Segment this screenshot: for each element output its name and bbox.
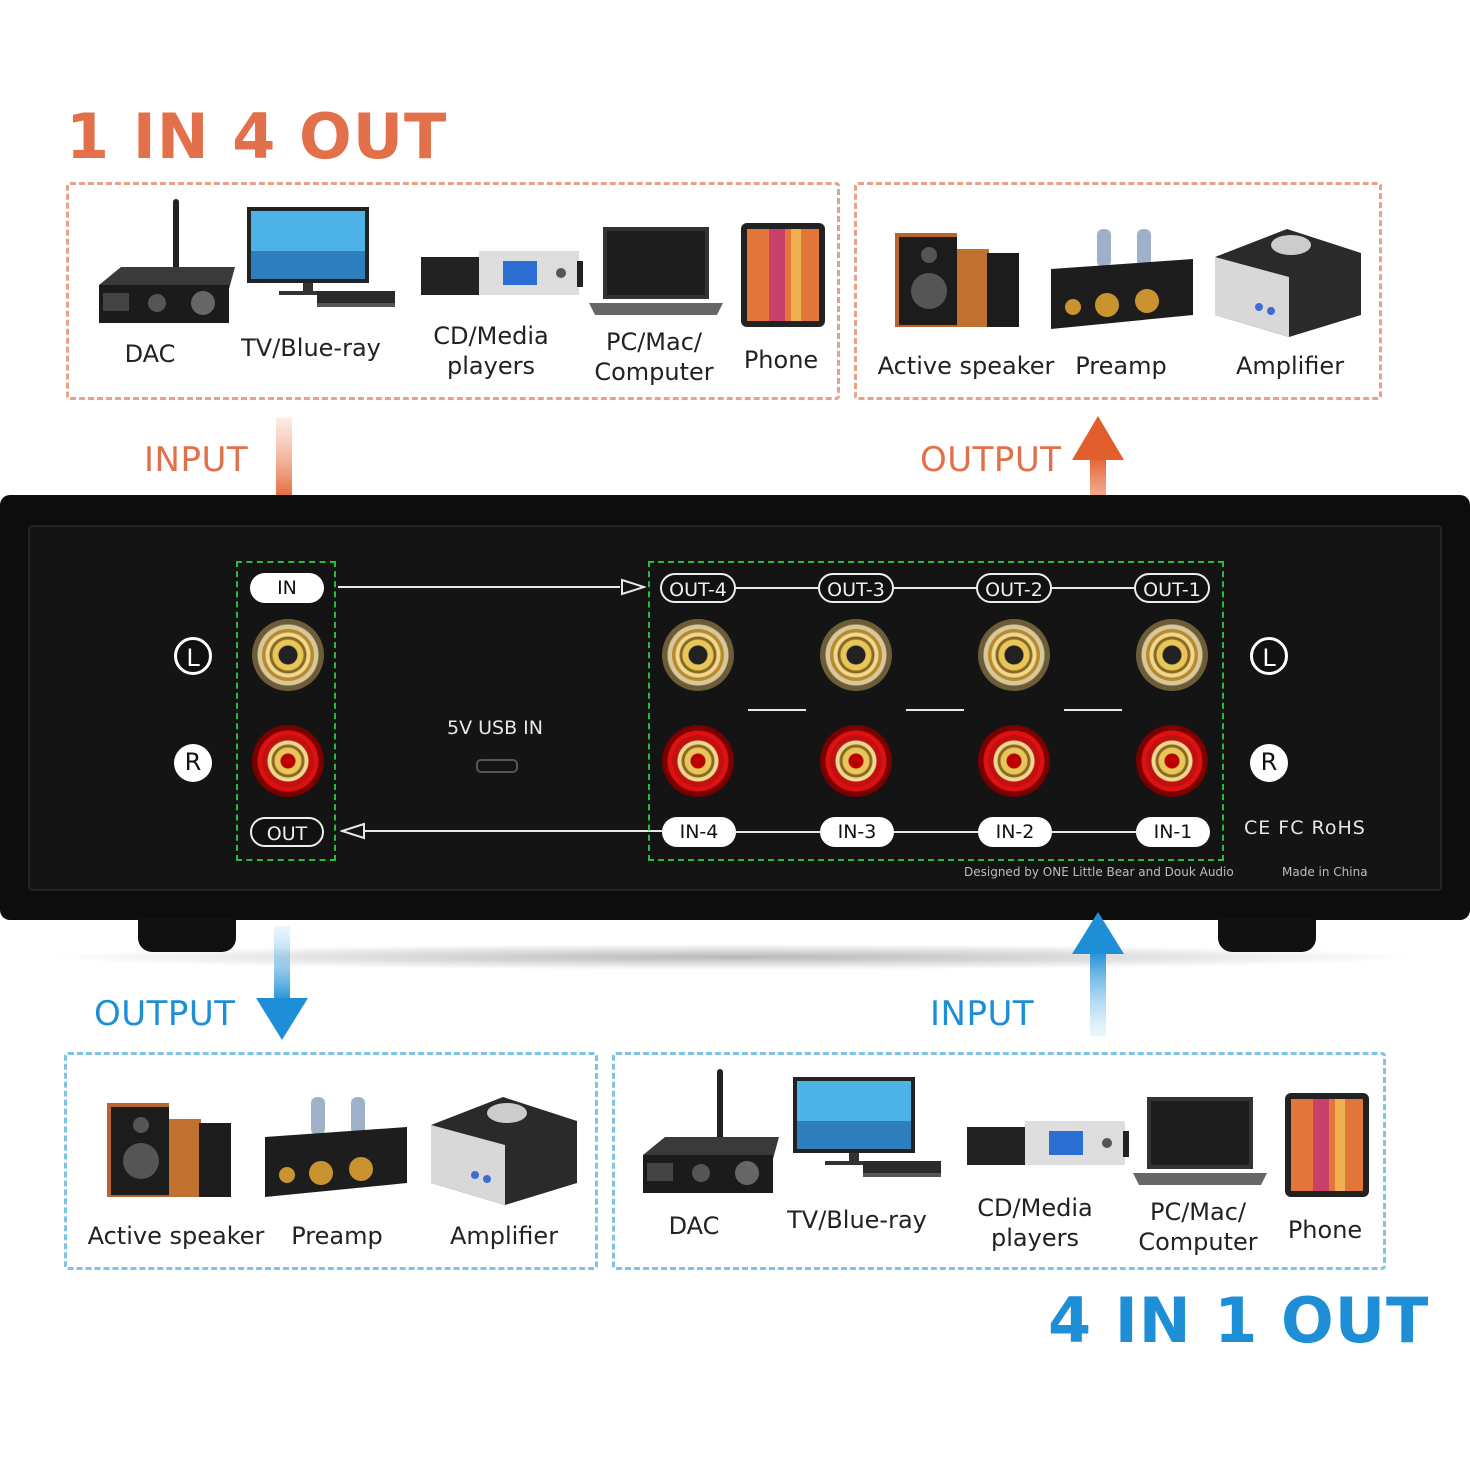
output-label-speaker: Active speaker <box>877 352 1055 380</box>
top-title: 1 IN 4 OUT <box>66 100 448 173</box>
left-channel-badge: L <box>1250 637 1288 675</box>
bottom-title: 4 IN 1 OUT <box>1048 1284 1430 1357</box>
cd-player-icon <box>967 1121 1129 1165</box>
out-port-label: OUT-4 <box>660 573 736 603</box>
right-channel-badge: R <box>1250 744 1288 782</box>
preamp-icon <box>1051 229 1193 329</box>
output-label-amplifier: Amplifier <box>1235 352 1345 380</box>
speaker-icon <box>107 1103 231 1197</box>
port-divider <box>894 831 978 833</box>
in-3-right-jack[interactable] <box>820 725 892 797</box>
phone-icon <box>1285 1093 1369 1197</box>
dac-icon <box>99 199 235 323</box>
port-divider <box>906 709 964 711</box>
phone-icon <box>741 223 825 327</box>
designer-credit: Designed by ONE Little Bear and Douk Aud… <box>964 865 1234 879</box>
top-output-devices-box: Active speaker Preamp Amplifier <box>854 182 1382 400</box>
port-divider <box>736 831 820 833</box>
down-arrow-icon <box>256 926 308 1040</box>
bottom-input-devices-box: DAC TV/Blue-ray CD/Media players PC/Mac/… <box>612 1052 1386 1270</box>
in-2-right-jack[interactable] <box>978 725 1050 797</box>
up-arrow-icon <box>1072 912 1124 1036</box>
left-channel-badge: L <box>174 637 212 675</box>
right-channel-badge: R <box>174 744 212 782</box>
top-input-devices-box: DAC TV/Blue-ray CD/Media players PC/Mac/… <box>66 182 840 400</box>
port-divider <box>894 587 976 589</box>
input-label-phone: Phone <box>743 346 819 374</box>
port-divider <box>1052 831 1136 833</box>
in-port-label: IN-3 <box>820 817 894 847</box>
tv-icon <box>793 1077 941 1177</box>
port-divider <box>1064 709 1122 711</box>
multi-port-frame <box>648 561 1224 861</box>
cd-player-icon <box>421 251 583 295</box>
out-pill: OUT <box>250 817 324 847</box>
usb-port[interactable] <box>476 759 518 773</box>
laptop-icon <box>589 227 723 315</box>
tv-icon <box>247 207 395 307</box>
out-4-left-jack[interactable] <box>662 619 734 691</box>
port-divider <box>748 709 806 711</box>
input-label-cd: CD/Media players <box>977 1194 1093 1252</box>
port-divider <box>1052 587 1134 589</box>
bottom-output-devices-box: Active speaker Preamp Amplifier <box>64 1052 598 1270</box>
out-port-label: OUT-2 <box>976 573 1052 603</box>
in-4-right-jack[interactable] <box>662 725 734 797</box>
out-port-label: OUT-1 <box>1134 573 1210 603</box>
amplifier-icon <box>431 1097 577 1205</box>
top-output-label: OUTPUT <box>920 440 1062 480</box>
in-signal-line <box>338 586 620 588</box>
out-1-left-jack[interactable] <box>1136 619 1208 691</box>
usb-label: 5V USB IN <box>447 717 543 739</box>
output-label-amplifier: Amplifier <box>449 1222 559 1250</box>
dac-icon <box>643 1069 779 1193</box>
device-foot <box>1218 918 1316 952</box>
bottom-input-label: INPUT <box>930 994 1035 1034</box>
preamp-icon <box>265 1097 407 1197</box>
out-port-label: OUT-3 <box>818 573 894 603</box>
certification-marks: CE FC RoHS <box>1244 817 1366 839</box>
output-label-preamp: Preamp <box>291 1222 383 1250</box>
device-rear-panel: IN OUT L R 5V USB IN OUT-4 OUT-3 OUT-2 O… <box>0 495 1470 920</box>
out-2-left-jack[interactable] <box>978 619 1050 691</box>
origin-text: Made in China <box>1282 865 1368 879</box>
bottom-output-label: OUTPUT <box>94 994 236 1034</box>
out-3-left-jack[interactable] <box>820 619 892 691</box>
top-input-label: INPUT <box>144 440 249 480</box>
device-foot <box>138 918 236 952</box>
left-arrowhead-icon <box>340 822 365 840</box>
input-label-cd: CD/Media players <box>433 322 549 380</box>
in-right-jack[interactable] <box>252 725 324 797</box>
in-left-jack[interactable] <box>252 619 324 691</box>
in-port-label: IN-2 <box>978 817 1052 847</box>
in-port-label: IN-4 <box>662 817 736 847</box>
output-label-preamp: Preamp <box>1075 352 1167 380</box>
laptop-icon <box>1133 1097 1267 1185</box>
input-label-tv: TV/Blue-ray <box>241 334 381 362</box>
right-arrowhead-icon <box>621 578 646 596</box>
input-label-phone: Phone <box>1287 1216 1363 1244</box>
in-pill: IN <box>250 573 324 603</box>
speaker-icon <box>895 233 1019 327</box>
out-signal-line <box>364 830 662 832</box>
input-label-tv: TV/Blue-ray <box>787 1206 927 1234</box>
in-port-label: IN-1 <box>1136 817 1210 847</box>
input-label-pc: PC/Mac/ Computer <box>1138 1198 1258 1256</box>
device-shadow <box>40 944 1430 970</box>
io-section-frame <box>236 561 336 861</box>
input-label-dac: DAC <box>668 1212 720 1240</box>
in-1-right-jack[interactable] <box>1136 725 1208 797</box>
port-divider <box>736 587 818 589</box>
output-label-speaker: Active speaker <box>87 1222 265 1250</box>
input-label-pc: PC/Mac/ Computer <box>594 328 714 386</box>
amplifier-icon <box>1215 229 1361 337</box>
input-label-dac: DAC <box>124 340 176 368</box>
